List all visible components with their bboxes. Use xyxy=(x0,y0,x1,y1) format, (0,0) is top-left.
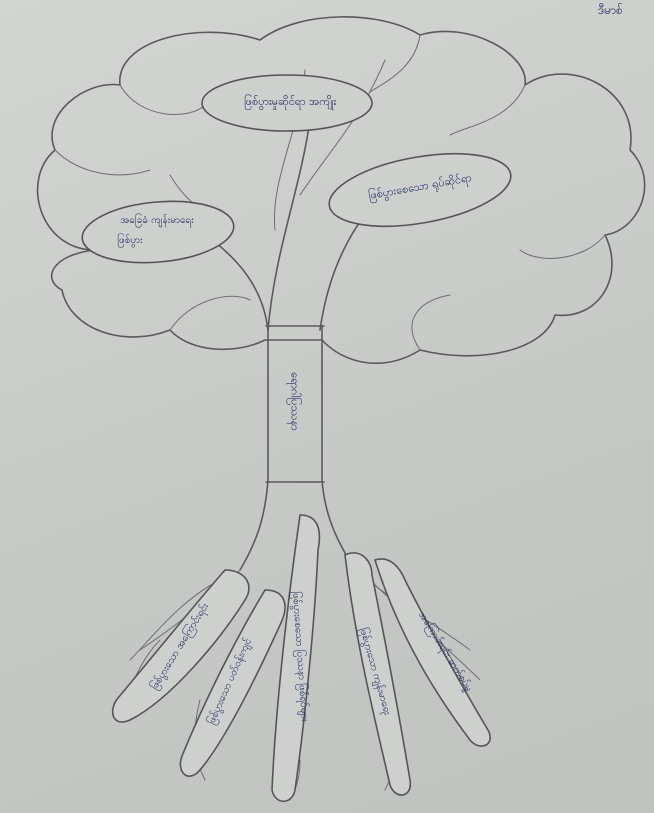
tree-crown-outline xyxy=(36,16,646,364)
crown-label-top: ဖြစ်ပွားမှုဆိုင်ရာ အကျိုး xyxy=(243,95,337,108)
root-bubble-2 xyxy=(179,589,286,777)
root-bubble-1 xyxy=(111,569,250,723)
corner-note: ဒီမာစ် xyxy=(598,3,623,17)
crown-bubble-right xyxy=(328,152,512,228)
crown-label-left-line2: ဖြစ်ပွား xyxy=(117,235,143,246)
crown-bubble-top xyxy=(201,74,373,132)
tree-trunk xyxy=(239,325,269,571)
root-bubble-3 xyxy=(271,514,321,803)
trunk-label: ရောဂါပြဿနာ xyxy=(288,372,302,431)
crown-bubble-left xyxy=(81,200,235,264)
root-bubble-5 xyxy=(374,558,491,747)
root-bubble-4 xyxy=(344,552,412,796)
crown-label-left-line1: အခြေခံ ကျန်းမာရေး xyxy=(120,215,194,226)
